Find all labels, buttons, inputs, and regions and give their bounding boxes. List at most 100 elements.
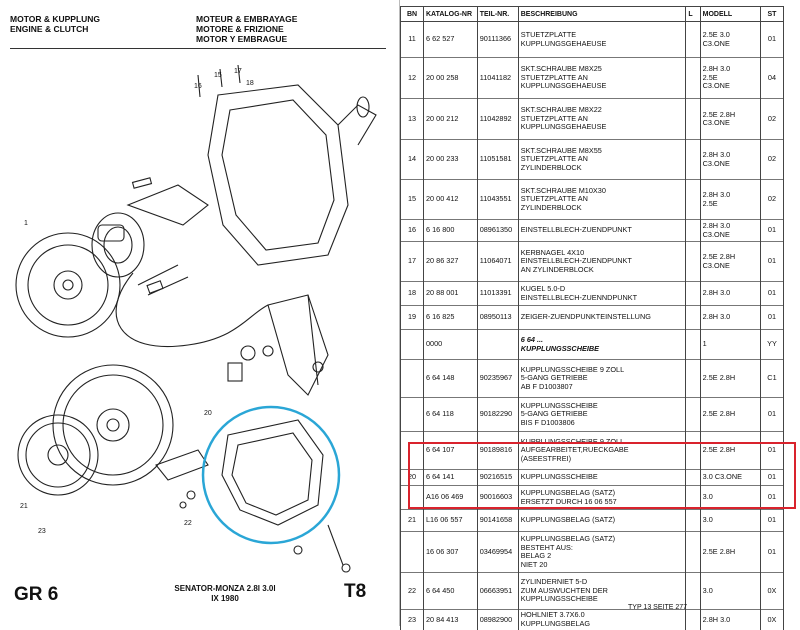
row-katalog-nr: 16 06 307 — [423, 531, 478, 573]
label-22: 22 — [184, 520, 192, 527]
row-st: 01 — [759, 531, 785, 573]
row-modell: 2.5E 2.8H — [699, 431, 761, 470]
row-teil-nr: 11013391 — [476, 281, 519, 306]
row-katalog-nr: 20 86 327 — [423, 241, 478, 282]
row-katalog-nr: 6 64 107 — [423, 431, 478, 470]
row-l — [685, 485, 701, 510]
row-l — [685, 509, 701, 532]
label-17: 17 — [234, 68, 242, 75]
row-teil-nr: 11043551 — [476, 179, 519, 220]
row-modell: 2.5E 2.8H C3.ONE — [699, 98, 761, 140]
row-description: KUGEL 5.0-D EINSTELLBLECH-ZUENNDPUNKT — [517, 281, 687, 306]
row-teil-nr: 03469954 — [476, 531, 519, 573]
row-description: 6 64 ... KUPPLUNGSSCHEIBE — [517, 329, 687, 360]
row-bn — [400, 359, 424, 398]
exploded-clutch-diagram: 16 15 17 18 1 20 21 22 23 — [15, 64, 377, 573]
row-bn: 16 — [400, 219, 424, 242]
row-st: 01 — [759, 241, 785, 282]
row-modell: 2.8H 3.0 C3.ONE — [699, 139, 761, 180]
row-bn: 18 — [400, 281, 424, 306]
row-teil-nr: 90016603 — [476, 485, 519, 510]
row-description: KUPPLUNGSSCHEIBE 9 ZOLL 5-GANG GETRIEBE … — [517, 359, 687, 398]
flywheel-drawing — [15, 232, 121, 338]
row-l — [685, 241, 701, 282]
row-description: KUPPLUNGSBELAG (SATZ) — [517, 509, 687, 532]
row-l — [685, 531, 701, 573]
row-teil-nr: 11051581 — [476, 139, 519, 180]
col-katalog: KATALOG-NR — [423, 6, 478, 22]
row-katalog-nr: 6 64 148 — [423, 359, 478, 398]
row-teil-nr: 08961350 — [476, 219, 519, 242]
row-katalog-nr: 0000 — [423, 329, 478, 360]
row-modell: 3.0 — [699, 572, 761, 610]
row-description: SKT.SCHRAUBE M8X55 STUETZPLATTE AN ZYLIN… — [517, 139, 687, 180]
row-st: 01 — [759, 485, 785, 510]
row-katalog-nr: L16 06 557 — [423, 509, 478, 532]
row-modell: 2.8H 3.0 2.5E — [699, 179, 761, 220]
highlight-circle — [201, 405, 341, 545]
footer-model-name: SENATOR-MONZA 2.8l 3.0l — [174, 584, 276, 593]
row-bn: 23 — [400, 609, 424, 630]
row-bn — [400, 431, 424, 470]
header-divider — [10, 48, 386, 49]
row-st: C1 — [759, 359, 785, 398]
row-katalog-nr: 20 00 258 — [423, 57, 478, 99]
header-fr-line: MOTEUR & EMBRAYAGE — [196, 14, 298, 24]
row-st: 0X — [759, 572, 785, 610]
row-bn: 13 — [400, 98, 424, 140]
row-modell: 2.8H 3.0 — [699, 305, 761, 330]
row-l — [685, 431, 701, 470]
diagram-page: MOTOR & KUPPLUNG ENGINE & CLUTCH MOTEUR … — [0, 0, 400, 626]
row-st: 0X — [759, 609, 785, 630]
row-st: 02 — [759, 179, 785, 220]
footer-model: SENATOR-MONZA 2.8l 3.0l IX 1980 — [160, 584, 290, 604]
parts-table-header: BN KATALOG-NR TEIL-NR. BESCHREIBUNG L MO… — [400, 6, 785, 22]
row-description: ZEIGER-ZUENDPUNKTEINSTELLUNG — [517, 305, 687, 330]
row-description: SKT.SCHRAUBE M8X22 STUETZPLATTE AN KUPPL… — [517, 98, 687, 140]
row-description: SKT.SCHRAUBE M10X30 STUETZPLATTE AN ZYLI… — [517, 179, 687, 220]
row-l — [685, 281, 701, 306]
row-modell: 3.0 C3.ONE — [699, 469, 761, 486]
footer-date: IX 1980 — [211, 594, 239, 603]
row-description: KUPPLUNGSSCHEIBE 5-GANG GETRIEBE BIS F D… — [517, 397, 687, 432]
row-l — [685, 469, 701, 486]
col-bn: BN — [400, 6, 424, 22]
row-l — [685, 609, 701, 630]
row-modell: 3.0 — [699, 509, 761, 532]
row-katalog-nr: 20 00 212 — [423, 98, 478, 140]
row-katalog-nr: 20 84 413 — [423, 609, 478, 630]
row-katalog-nr: A16 06 469 — [423, 485, 478, 510]
header-it-line: MOTORE & FRIZIONE — [196, 24, 284, 34]
row-description: EINSTELLBLECH-ZUENDPUNKT — [517, 219, 687, 242]
row-bn — [400, 531, 424, 573]
row-teil-nr: 90141658 — [476, 509, 519, 532]
row-modell: 2.5E 2.8H C3.ONE — [699, 241, 761, 282]
row-teil-nr: 90111366 — [476, 21, 519, 58]
row-bn: 17 — [400, 241, 424, 282]
clutch-disc-drawing — [52, 364, 174, 486]
row-bn — [400, 485, 424, 510]
row-bn: 15 — [400, 179, 424, 220]
col-st: ST — [759, 6, 785, 22]
col-modell: MODELL — [699, 6, 761, 22]
highlight-box — [408, 442, 796, 509]
label-21: 21 — [20, 503, 28, 510]
parts-table: BN KATALOG-NR TEIL-NR. BESCHREIBUNG L MO… — [400, 6, 785, 630]
row-teil-nr: 08982900 — [476, 609, 519, 630]
row-teil-nr: 11064071 — [476, 241, 519, 282]
row-teil-nr: 90182290 — [476, 397, 519, 432]
row-l — [685, 572, 701, 610]
row-modell: 2.8H 3.0 — [699, 609, 761, 630]
row-modell: 2.5E 3.0 C3.ONE — [699, 21, 761, 58]
row-st: 02 — [759, 98, 785, 140]
